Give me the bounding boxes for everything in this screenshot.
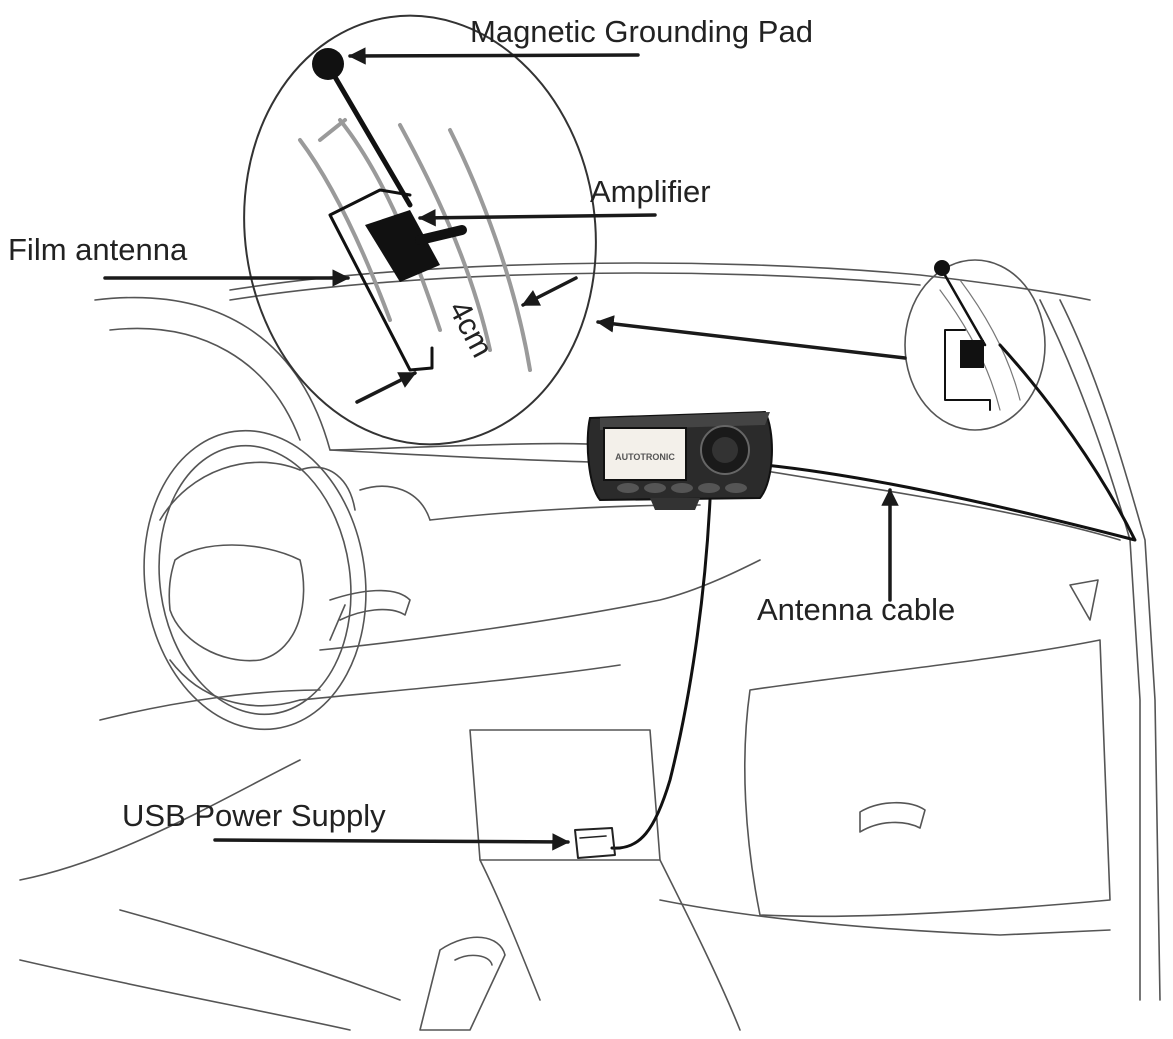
car-interior-drawing — [19, 262, 1161, 1031]
label-usb-power: USB Power Supply — [122, 798, 386, 833]
windshield-detail-small — [904, 259, 1046, 431]
arrow-usb-power — [213, 833, 570, 851]
arrow-grounding-pad — [348, 47, 640, 65]
amplifier-block — [365, 210, 440, 282]
antenna-cable-line — [763, 343, 1137, 542]
grounding-pad-dot — [312, 48, 344, 80]
label-film-antenna: Film antenna — [8, 232, 188, 267]
label-distance: 4cm — [442, 295, 500, 363]
arrow-4cm-left — [355, 371, 417, 404]
arrow-amplifier — [418, 209, 657, 227]
device-screen — [603, 427, 687, 481]
label-amplifier: Amplifier — [590, 174, 711, 209]
callout-arrows — [103, 47, 907, 851]
usb-power-cable — [610, 498, 712, 850]
label-grounding-pad: Magnetic Grounding Pad — [470, 14, 813, 49]
windshield-detail-large — [243, 14, 597, 446]
arrow-4cm-right — [521, 276, 578, 307]
usb-power-plug — [574, 827, 616, 859]
label-antenna-cable: Antenna cable — [757, 592, 955, 627]
arrow-detail-zoom — [596, 315, 907, 360]
small-grounding-pad-dot — [934, 260, 950, 276]
device-screen-text: AUTOTRONIC — [615, 452, 675, 462]
dab-receiver-device: AUTOTRONIC — [586, 410, 773, 510]
